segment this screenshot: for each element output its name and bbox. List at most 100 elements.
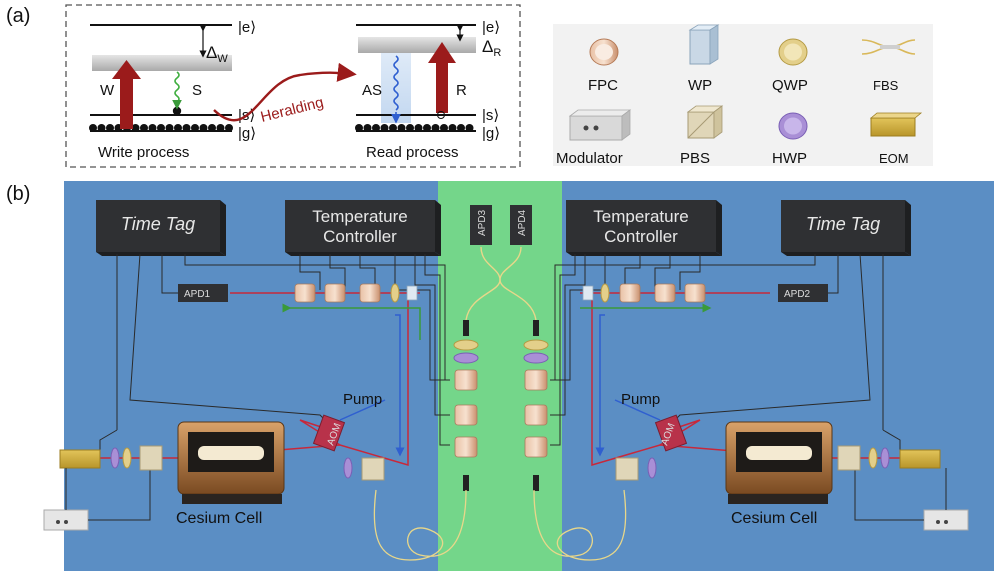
- heralding-label: Heralding: [259, 94, 325, 126]
- apd3-label: APD3: [477, 209, 488, 236]
- cesium-cell-left: [177, 421, 285, 504]
- cesium-cell-right: [725, 421, 833, 504]
- delta-r-symbol: ΔR: [482, 37, 501, 59]
- panel-b-label: (b): [6, 183, 30, 205]
- excited-atom: [172, 106, 182, 116]
- legend-fbs-label: FBS: [873, 78, 899, 93]
- filter-cavity: [454, 436, 478, 458]
- energy-diagram-frame: [65, 4, 521, 168]
- pump-right-label: Pump: [621, 391, 660, 408]
- ground-atom: [414, 124, 423, 132]
- legend-fpc-label: FPC: [588, 77, 618, 94]
- ground-atom: [225, 124, 233, 132]
- ground-atom: [389, 124, 397, 132]
- arrow-s-label: S: [192, 82, 202, 99]
- apd4-label: APD4: [517, 209, 528, 236]
- apd4-detector: APD4: [510, 205, 532, 245]
- cesium-cell-left-label: Cesium Cell: [176, 510, 262, 527]
- filter-cavity: [454, 369, 478, 391]
- arrow-as-label: AS: [362, 82, 382, 99]
- time-tag-right: Time Tag: [781, 200, 911, 256]
- center-filter-stack: [453, 320, 549, 491]
- ground-atom: [355, 124, 363, 132]
- legend-pbs-icon: [686, 105, 724, 139]
- legend-wp-label: WP: [688, 77, 712, 94]
- legend-modulator-icon: [568, 109, 632, 141]
- filter-cavity: [454, 404, 478, 426]
- level-g-right: |g⟩: [482, 125, 500, 142]
- ground-atom: [97, 124, 106, 132]
- read-process-caption: Read process: [366, 144, 459, 161]
- panel-a-label: (a): [6, 5, 30, 27]
- stokes-photon-wave: [174, 71, 180, 103]
- legend-qwp-icon: [778, 38, 808, 66]
- right-filter-cavities: [582, 283, 706, 303]
- ground-atom: [89, 124, 97, 132]
- legend-modulator-label: Modulator: [556, 150, 623, 167]
- modulator-left: [43, 509, 89, 531]
- aom-right: AOM: [654, 414, 688, 452]
- apd-fibers: [465, 246, 537, 321]
- ground-atom: [406, 124, 414, 132]
- temp-left-line2: Controller: [323, 227, 397, 246]
- pump-left-label: Pump: [343, 391, 382, 408]
- eom-left: [59, 449, 101, 469]
- temperature-controller-left: Temperature Controller: [285, 200, 441, 256]
- ground-atom: [140, 124, 148, 132]
- write-pulse-arrow-head: [112, 60, 141, 79]
- right-wave-plates: [615, 445, 890, 481]
- legend-wp-icon: [688, 24, 720, 65]
- time-tag-left: Time Tag: [96, 200, 226, 256]
- ground-atom: [457, 124, 465, 132]
- fiber-coupler: [463, 320, 469, 336]
- ground-atom: [448, 124, 457, 132]
- read-process-diagram: |e⟩ ΔR |s⟩ |g⟩ AS R Read process: [355, 19, 501, 161]
- ground-atom: [106, 124, 114, 132]
- ground-atom: [148, 124, 157, 132]
- legend-pbs-label: PBS: [680, 150, 710, 167]
- time-tag-left-label: Time Tag: [121, 214, 195, 234]
- ground-atom: [423, 124, 431, 132]
- ground-atom: [440, 124, 448, 132]
- ground-atom: [465, 124, 474, 132]
- modulator-right: [923, 509, 969, 531]
- legend-hwp-label: HWP: [772, 150, 807, 167]
- legend-hwp-icon: [778, 112, 808, 140]
- legend-eom-label: EOM: [879, 151, 909, 166]
- ground-atom: [380, 124, 389, 132]
- ground-atoms: [89, 124, 233, 132]
- read-pulse-arrow-head: [428, 42, 456, 63]
- ground-atom: [199, 124, 208, 132]
- read-pulse-arrow-shaft: [436, 61, 448, 113]
- ground-atom: [372, 124, 380, 132]
- quarter-wave-plate: [453, 339, 479, 351]
- level-s-right: |s⟩: [482, 107, 499, 124]
- write-process-diagram: |e⟩ ΔW |s⟩ |g⟩ W S Write process: [89, 19, 256, 161]
- fiber-coupler: [533, 320, 539, 336]
- ground-atom: [431, 124, 440, 132]
- half-wave-plate: [453, 352, 479, 364]
- write-pulse-arrow-shaft: [120, 77, 133, 129]
- bottom-fiber-loops: [373, 489, 627, 561]
- legend-fpc-icon: [589, 38, 619, 66]
- ground-atom: [182, 124, 191, 132]
- ground-atom: [131, 124, 140, 132]
- legend-qwp-label: QWP: [772, 77, 808, 94]
- ground-atom: [165, 124, 174, 132]
- hole-marker: [437, 111, 445, 119]
- anti-stokes-wave: [393, 55, 399, 111]
- arrow-r-label: R: [456, 82, 467, 99]
- modulator-cables: [65, 468, 947, 521]
- temperature-controller-right: Temperature Controller: [566, 200, 722, 256]
- eom-right: [899, 449, 941, 469]
- filter-cavity: [524, 404, 548, 426]
- legend-fbs-icon: [861, 39, 916, 55]
- apd1-label: APD1: [184, 289, 211, 300]
- temp-right-line2: Controller: [604, 227, 678, 246]
- time-tag-right-label: Time Tag: [806, 214, 880, 234]
- fiber-coupler: [463, 475, 469, 491]
- cesium-cell-right-label: Cesium Cell: [731, 510, 817, 527]
- ground-atom: [174, 124, 182, 132]
- half-wave-plate: [523, 352, 549, 364]
